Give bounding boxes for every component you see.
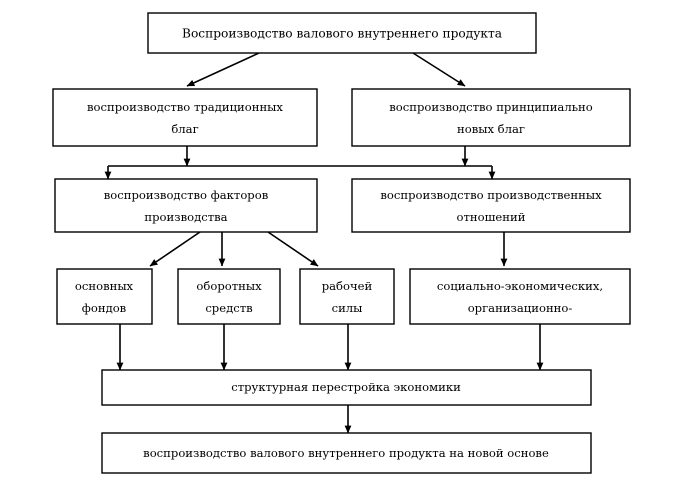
node-gdp-new-basis-label-line-1: воспроизводство валового внутреннего про… (143, 446, 549, 460)
node-new-goods[interactable]: воспроизводство принципиально новых благ (351, 88, 631, 147)
node-socio-economic-box[interactable] (409, 268, 631, 325)
node-fixed-assets-label-line-1: основных (75, 279, 134, 293)
node-root-label-line-1: Воспроизводство валового внутреннего про… (182, 27, 502, 41)
node-socio-economic[interactable]: социально-экономических, организационно- (409, 268, 631, 325)
node-labor-force-label-line-1: рабочей (322, 279, 373, 293)
node-fixed-assets-box[interactable] (56, 268, 153, 325)
node-restructuring-box[interactable] (101, 369, 592, 406)
node-working-capital-label-line-2: средств (205, 301, 253, 315)
edge-factors-to-fixed-assets (149, 231, 201, 267)
node-labor-force-label-line-2: силы (332, 301, 363, 315)
node-traditional-goods-box[interactable] (52, 88, 318, 147)
node-root-box[interactable] (147, 12, 537, 54)
node-gdp-new-basis[interactable]: воспроизводство валового внутреннего про… (101, 432, 592, 474)
edge-factors-to-labor-force (267, 231, 319, 267)
node-working-capital[interactable]: оборотных средств (177, 268, 281, 325)
node-new-goods-label-line-1: воспроизводство принципиально (389, 100, 592, 114)
node-traditional-goods[interactable]: воспроизводство традиционных благ (52, 88, 318, 147)
node-socio-economic-label-line-2: организационно- (468, 301, 573, 315)
node-restructuring-label-line-1: структурная перестройка экономики (231, 380, 461, 394)
node-fixed-assets[interactable]: основных фондов (56, 268, 153, 325)
node-labor-force[interactable]: рабочей силы (299, 268, 395, 325)
node-working-capital-box[interactable] (177, 268, 281, 325)
node-traditional-goods-label-line-2: благ (171, 122, 198, 136)
edge-root-to-traditional-goods (186, 52, 260, 87)
node-production-relations-box[interactable] (351, 178, 631, 233)
node-socio-economic-label-line-1: социально-экономических, (437, 279, 603, 293)
node-new-goods-box[interactable] (351, 88, 631, 147)
node-labor-force-box[interactable] (299, 268, 395, 325)
node-restructuring[interactable]: структурная перестройка экономики (101, 369, 592, 406)
node-root[interactable]: Воспроизводство валового внутреннего про… (147, 12, 537, 54)
node-fixed-assets-label-line-2: фондов (82, 301, 127, 315)
node-production-factors-label-line-2: производства (144, 210, 227, 224)
node-working-capital-label-line-1: оборотных (196, 279, 262, 293)
connectors-layer (104, 52, 544, 434)
node-production-factors-label-line-1: воспроизводство факторов (104, 188, 269, 202)
node-traditional-goods-label-line-1: воспроизводство традиционных (87, 100, 283, 114)
node-production-relations-label-line-1: воспроизводство производственных (380, 188, 602, 202)
edge-root-to-new-goods (412, 52, 466, 87)
node-production-factors[interactable]: воспроизводство факторов производства (54, 178, 318, 233)
node-production-relations-label-line-2: отношений (457, 210, 526, 224)
node-production-factors-box[interactable] (54, 178, 318, 233)
node-gdp-new-basis-box[interactable] (101, 432, 592, 474)
node-new-goods-label-line-2: новых благ (457, 122, 525, 136)
node-production-relations[interactable]: воспроизводство производственных отношен… (351, 178, 631, 233)
